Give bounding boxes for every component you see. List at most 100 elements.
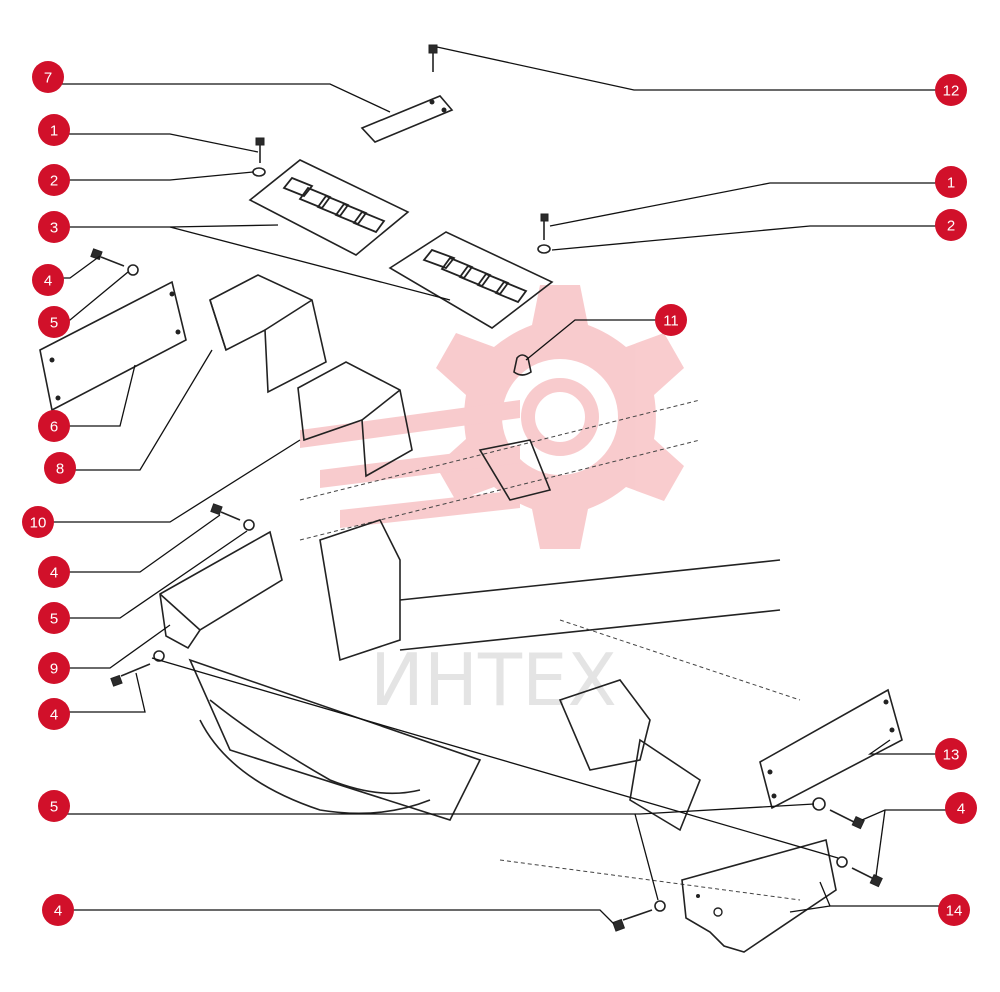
callout-circle [42,894,74,926]
callout-4: 4 [38,698,70,730]
callout-circle [38,306,70,338]
part-plate-7 [360,95,454,143]
callout-label: 1 [50,123,58,140]
callout-circle [38,114,70,146]
part-washer-2-right [537,244,551,254]
callout-circle [44,452,76,484]
part-bolt-4-middle [210,503,241,521]
part-plate-6 [39,280,187,412]
callout-label: 4 [957,801,965,818]
callout-circle [38,790,70,822]
callout-6: 6 [38,410,70,442]
callout-circle [935,74,967,106]
callout-circle [655,304,687,336]
callout-circle [38,698,70,730]
callout-label: 5 [50,611,58,628]
part-bolt-4-top [90,248,125,267]
callout-label: 5 [50,799,58,816]
callout-circle [22,506,54,538]
callout-label: 4 [50,707,58,724]
callout-5: 5 [38,602,70,634]
part-bolt-12 [428,44,438,72]
leader-lines [38,46,951,925]
part-bolt-4-lower [110,663,151,687]
callout-label: 4 [44,273,52,290]
callout-circle [938,894,970,926]
callout-circle [32,61,64,93]
part-washer-5-right [812,797,826,811]
callout-label: 2 [50,173,58,190]
callout-label: 9 [50,661,58,678]
callout-label: 10 [30,515,47,532]
callout-label: 1 [947,175,955,192]
part-washer-2-left [252,167,266,177]
part-bracket-8 [209,274,327,394]
callout-circle [32,264,64,296]
part-washer-5-lower [153,650,165,662]
part-plate-13 [759,688,903,810]
callout-circle [935,209,967,241]
callout-9: 9 [38,652,70,684]
callout-4: 4 [38,556,70,588]
callout-14: 14 [938,894,970,926]
callout-11: 11 [655,304,687,336]
callout-13: 13 [935,738,967,770]
part-bolt-1-right [540,213,549,240]
callout-circle [38,556,70,588]
part-bolt-4-right-lower [851,867,883,888]
part-washer-5-right-lower [836,856,848,868]
callout-10: 10 [22,506,54,538]
watermark-text: ИНТЕХ [370,638,617,722]
callout-8: 8 [44,452,76,484]
callout-1: 1 [935,166,967,198]
callout-4: 4 [42,894,74,926]
callout-label: 5 [50,315,58,332]
callout-label: 4 [54,903,62,920]
callout-label: 12 [943,83,960,100]
part-bolt-4-right-upper [829,809,865,830]
callout-label: 13 [943,747,960,764]
callout-circle [935,738,967,770]
callout-label: 3 [50,220,58,237]
watermark-gear-icon [436,285,684,549]
callout-circle [38,602,70,634]
callout-circle [38,164,70,196]
callout-5: 5 [38,790,70,822]
part-slotted-plate-3-right [388,231,554,329]
part-washer-5-middle [243,519,255,531]
callout-circle [38,410,70,442]
part-angle-plate-9 [159,530,283,650]
callout-2: 2 [38,164,70,196]
callout-2: 2 [935,209,967,241]
callout-circle [38,211,70,243]
callout-label: 2 [947,218,955,235]
callout-label: 14 [946,903,963,920]
callout-5: 5 [38,306,70,338]
callout-label: 11 [663,313,679,330]
callout-4: 4 [945,792,977,824]
callout-7: 7 [32,61,64,93]
callout-label: 7 [44,70,52,87]
chassis-frame [188,399,801,901]
part-angle-plate-14 [681,838,837,953]
watermark-logo [300,285,684,549]
callout-label: 6 [50,419,58,436]
callout-label: 8 [56,461,64,478]
callout-label: 4 [50,565,58,582]
callout-1: 1 [38,114,70,146]
callout-circle [935,166,967,198]
part-slotted-plate-3-left [248,159,410,256]
callout-12: 12 [935,74,967,106]
callout-circle [945,792,977,824]
part-bolt-1-left [255,137,265,163]
callout-4: 4 [32,264,64,296]
part-bracket-10 [297,361,413,478]
part-bolt-4-bottom [612,909,653,932]
part-washer-5-top [127,264,139,276]
callout-circle [38,652,70,684]
callout-3: 3 [38,211,70,243]
part-washer-5-bottom [654,900,666,912]
